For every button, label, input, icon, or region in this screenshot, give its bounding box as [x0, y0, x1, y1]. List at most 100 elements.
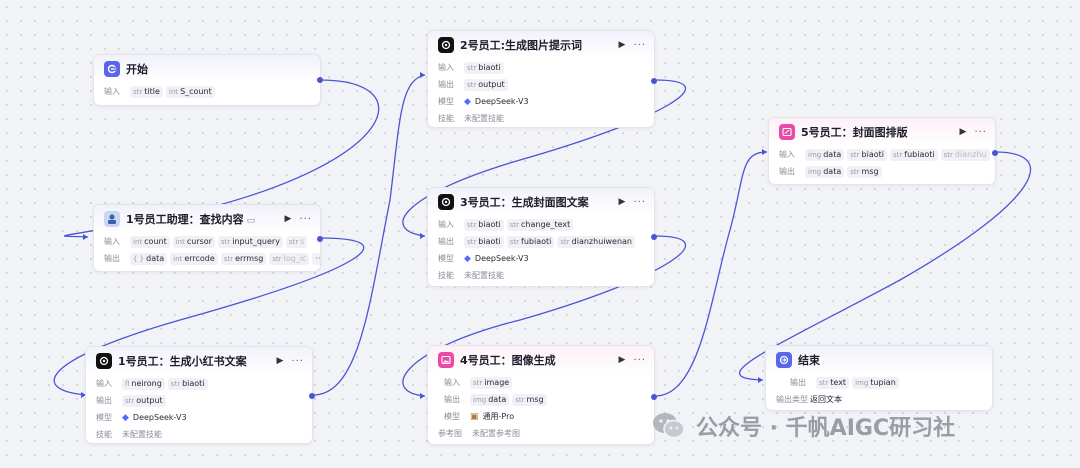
skill-value: 未配置技能 — [464, 114, 504, 123]
more-button[interactable]: ··· — [974, 126, 987, 138]
more-button[interactable]: ··· — [299, 213, 312, 225]
output-port[interactable] — [309, 393, 315, 399]
node-title: 1号员工助理：查找内容 — [126, 213, 244, 226]
node-title: 结束 — [798, 354, 820, 367]
watermark-text: 公众号 · 千帆AIGC研习社 — [696, 416, 956, 441]
output-label: 输出 — [96, 396, 112, 405]
node-title: 5号员工：封面图排版 — [801, 126, 908, 139]
ai-logo-icon — [438, 37, 454, 53]
skill-value: 未配置技能 — [464, 271, 504, 280]
input-label: 输入 — [104, 87, 120, 96]
output-label: 输出 — [444, 395, 460, 404]
model-label: 模型 — [96, 413, 112, 422]
input-label: 输入 — [438, 220, 454, 229]
more-button[interactable]: ··· — [633, 39, 646, 51]
edge-n4-to-n5 — [654, 151, 768, 397]
model-label: 模型 — [438, 254, 454, 263]
wechat-icon — [653, 413, 685, 439]
output-port[interactable] — [992, 150, 998, 156]
output-port[interactable] — [317, 236, 323, 242]
output-label: 输出 — [438, 80, 454, 89]
output-type-label: 输出类型 — [776, 395, 808, 404]
more-button[interactable]: ··· — [291, 355, 304, 367]
run-button[interactable]: ▶ — [618, 40, 626, 50]
input-label: 输入 — [444, 378, 460, 387]
watermark: 公众号 · 千帆AIGC研习社 — [652, 410, 955, 442]
ai-logo-icon — [96, 353, 112, 369]
param-pill: { }data — [130, 252, 168, 265]
run-button[interactable]: ▶ — [284, 214, 292, 224]
model-thumbnail-icon: ▣ — [470, 411, 479, 422]
input-label: 输入 — [104, 237, 120, 246]
run-button[interactable]: ▶ — [618, 197, 626, 207]
ai-logo-icon — [438, 194, 454, 210]
more-button[interactable]: ··· — [633, 354, 646, 366]
output-port[interactable] — [651, 78, 657, 84]
node-title: 3号员工：生成封面图文案 — [460, 196, 589, 209]
run-button[interactable]: ▶ — [959, 127, 967, 137]
model-value: ▣通用-Pro — [470, 411, 515, 422]
output-type-value: 返回文本 — [810, 395, 842, 404]
input-label: 输入 — [438, 63, 454, 72]
reference-label: 参考图 — [438, 429, 462, 438]
output-port[interactable] — [651, 394, 657, 400]
model-value: ◆DeepSeek-V3 — [122, 412, 187, 423]
whale-icon: ◆ — [464, 253, 471, 264]
output-port[interactable] — [317, 77, 323, 83]
output-port[interactable] — [651, 234, 657, 240]
edge-n1-to-n2 — [312, 74, 426, 396]
output-label: 输出 — [790, 378, 806, 387]
doc-icon: ▭ — [246, 216, 256, 226]
output-label: 输出 — [104, 254, 120, 263]
image-gen-icon — [438, 352, 454, 368]
model-label: 模型 — [444, 412, 460, 421]
run-button[interactable]: ▶ — [276, 356, 284, 366]
end-icon — [776, 352, 792, 368]
more-params-button[interactable]: ··· — [312, 252, 320, 265]
node-title: 2号员工:生成图片提示词 — [460, 39, 583, 52]
skill-label: 技能 — [96, 430, 112, 439]
skill-label: 技能 — [438, 114, 454, 123]
input-label: 输入 — [779, 150, 795, 159]
output-label: 输出 — [438, 237, 454, 246]
model-value: ◆DeepSeek-V3 — [464, 96, 529, 107]
model-value: ◆DeepSeek-V3 — [464, 253, 529, 264]
robot-avatar-icon — [104, 211, 120, 227]
run-button[interactable]: ▶ — [618, 355, 626, 365]
more-button[interactable]: ··· — [633, 196, 646, 208]
layout-icon — [779, 124, 795, 140]
